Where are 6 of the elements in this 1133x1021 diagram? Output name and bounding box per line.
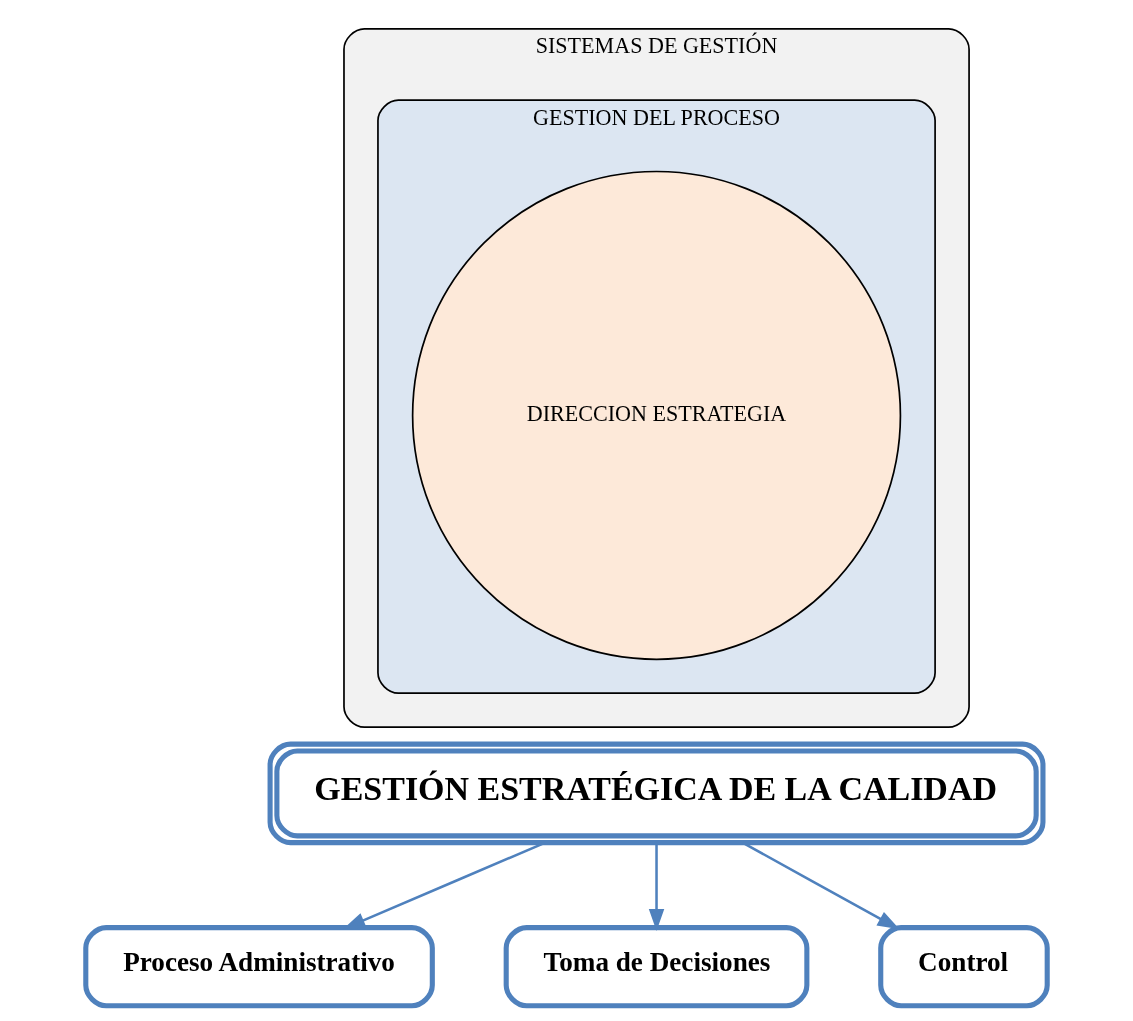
node-box: Control: [878, 925, 1050, 1009]
node-circle: DIRECCION ESTRATEGIA: [411, 170, 902, 661]
node-box: GESTIÓN ESTRATÉGICA DE LA CALIDAD: [267, 741, 1046, 846]
arrow: [648, 842, 665, 932]
node-box: Toma de Decisiones: [503, 925, 810, 1009]
node-box: Proceso Administrativo: [83, 925, 435, 1009]
